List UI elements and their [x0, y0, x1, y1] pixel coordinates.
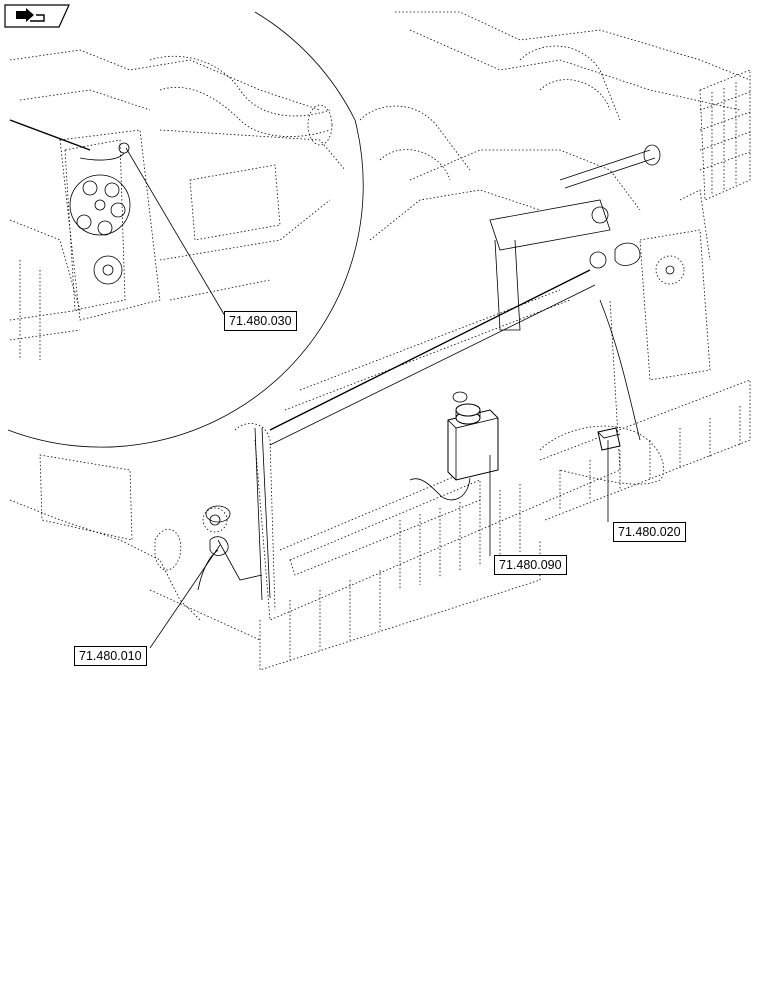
nav-forward-button[interactable] [4, 4, 70, 28]
leader-lines [125, 147, 609, 649]
callout-71-480-020[interactable]: 71.480.020 [613, 522, 686, 542]
callout-71-480-090[interactable]: 71.480.090 [494, 555, 567, 575]
header-frame [9, 11, 751, 671]
callout-71-480-030[interactable]: 71.480.030 [224, 311, 297, 331]
grease-fitting [197, 505, 231, 591]
detail-magnifier [7, 11, 364, 448]
forward-arrow-icon [4, 4, 70, 28]
callout-71-480-010[interactable]: 71.480.010 [74, 646, 147, 666]
